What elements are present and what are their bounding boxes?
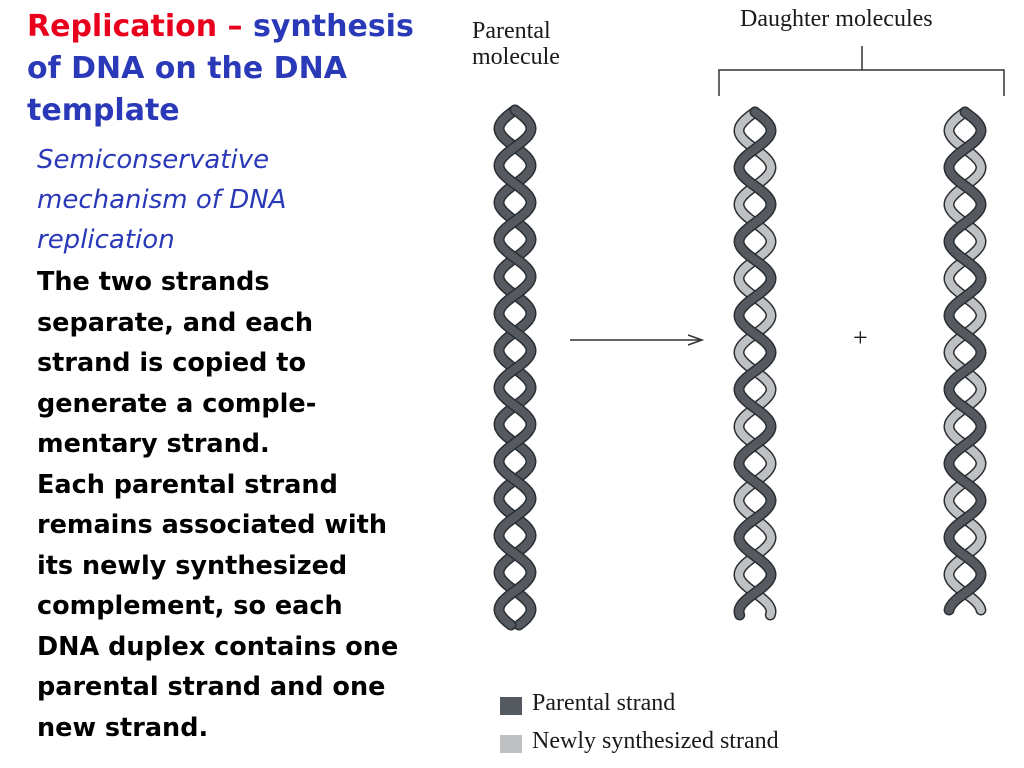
body-line: The two strands xyxy=(37,267,270,297)
body-line: strand is copied to xyxy=(37,348,306,378)
strand-a xyxy=(734,108,776,619)
body-line: generate a comple- xyxy=(37,388,317,419)
strand-b xyxy=(734,108,776,619)
daughter-molecules-label: Daughter molecules xyxy=(740,6,933,32)
body-line: parental strand and one xyxy=(37,672,386,702)
title-line-3: template xyxy=(27,93,180,128)
subheading-line: mechanism of DNA xyxy=(37,185,287,215)
subheading-line: Semiconservative xyxy=(37,145,270,175)
strand-b xyxy=(944,108,986,614)
strand-a xyxy=(494,106,536,629)
daughter-helix-1 xyxy=(733,106,777,621)
body-line: new strand. xyxy=(37,712,209,743)
daughter-bracket xyxy=(718,46,1005,96)
arrow-head xyxy=(687,334,705,346)
title-line-2: of DNA on the DNA xyxy=(27,51,347,86)
body-line: remains associated with xyxy=(37,510,388,540)
body-line: DNA duplex contains one xyxy=(37,631,399,662)
body-line: complement, so each xyxy=(37,591,343,621)
slide-title: Replication – synthesis of DNA on the DN… xyxy=(27,6,457,132)
plus-sign: + xyxy=(853,323,868,352)
parental-molecule-label: Parental molecule xyxy=(472,18,560,70)
text-column: Replication – synthesis of DNA on the DN… xyxy=(27,6,457,748)
subheading-line: replication xyxy=(37,225,175,255)
daughter-helix-2 xyxy=(943,106,987,616)
parental-strand-swatch xyxy=(500,697,522,715)
body-line: its newly synthesized xyxy=(37,550,348,581)
legend-new-strand: Newly synthesized strand xyxy=(532,728,779,754)
strand-a xyxy=(944,108,986,614)
body-paragraph: The two strands separate, and each stran… xyxy=(37,262,457,748)
parental-label-line: molecule xyxy=(472,44,560,70)
title-replication: Replication – xyxy=(27,9,243,44)
parental-label-line: Parental xyxy=(472,18,551,44)
title-synthesis: synthesis xyxy=(253,9,414,44)
new-strand-swatch xyxy=(500,735,522,753)
body-line: mentary strand. xyxy=(37,429,270,459)
parental-helix xyxy=(493,104,537,631)
body-line: separate, and each xyxy=(37,307,314,338)
legend-parental-strand: Parental strand xyxy=(532,690,676,716)
subheading: Semiconservative mechanism of DNA replic… xyxy=(37,140,457,260)
body-line: Each parental strand xyxy=(37,469,338,500)
